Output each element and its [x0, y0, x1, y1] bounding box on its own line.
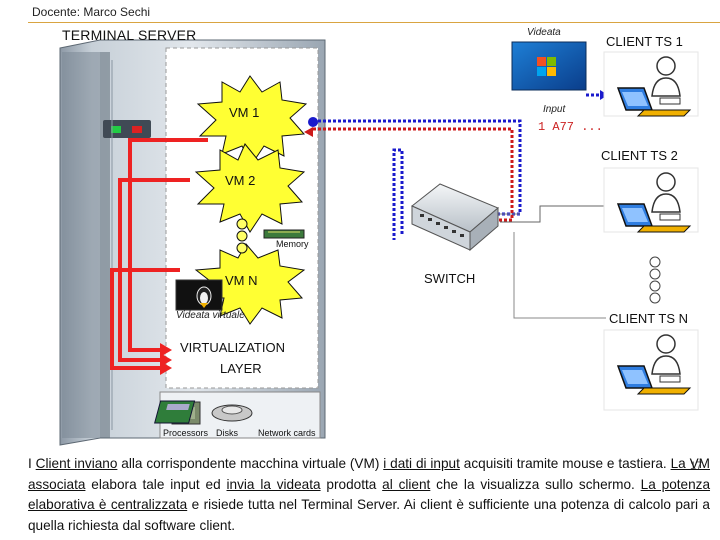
page-number: 17	[690, 460, 703, 472]
virtualization-arrows	[110, 138, 208, 370]
header-divider	[28, 22, 720, 23]
terminal-server-title: TERMINAL SERVER	[62, 27, 197, 43]
input-value: 1 A77 ...	[538, 120, 603, 134]
power-led	[111, 126, 121, 133]
virtual-screen-label: Videata virtuale	[176, 310, 245, 321]
description-text: elabora tale input ed	[85, 476, 227, 492]
description-emphasis: i dati di input	[383, 456, 460, 471]
description-paragraph: I Client inviano alla corrispondente mac…	[28, 454, 710, 536]
author-header: Docente: Marco Sechi	[32, 5, 151, 19]
client-ts2-label: CLIENT TS 2	[601, 148, 678, 163]
hardware-label-processors: Processors	[163, 428, 209, 438]
hardware-label-disks: Disks	[216, 428, 238, 438]
description-text: che la visualizza sullo schermo.	[430, 476, 641, 492]
activity-led	[132, 126, 142, 133]
screen-label: Videata	[527, 27, 561, 38]
client-ellipsis-dots	[649, 256, 661, 304]
vm2-burst	[194, 143, 306, 233]
switch-label: SWITCH	[424, 271, 476, 286]
input-label: Input	[543, 104, 566, 115]
description-emphasis: invia la videata	[226, 476, 321, 492]
description-emphasis: Client inviano	[35, 456, 118, 471]
client-ts1-label: CLIENT TS 1	[606, 34, 683, 49]
memory-chip-icon	[263, 229, 305, 239]
hardware-label-network-cards: Network cards	[258, 428, 316, 438]
vm-ellipsis-dots	[236, 218, 248, 254]
client-workstation-icon	[603, 167, 699, 233]
description-text: e risiede tutta nel Terminal Server. Ai …	[28, 497, 710, 533]
description-text: alla corrispondente macchina virtuale (V…	[117, 456, 384, 471]
terminal-server-diagram	[59, 39, 699, 446]
linux-screen-icon	[175, 279, 223, 311]
description-emphasis: La VM associata	[28, 456, 710, 492]
drive-bay	[103, 120, 151, 138]
client-workstation-icon	[603, 329, 699, 411]
vmn-burst	[194, 243, 306, 325]
client-tsn-label: CLIENT TS N	[609, 311, 688, 326]
description-text: I	[28, 456, 36, 471]
client-workstation-icon	[603, 51, 699, 117]
description-emphasis: La potenza elaborativa è centralizzata	[28, 476, 711, 513]
description-emphasis: al client	[382, 476, 431, 492]
virtualization-label-line2: LAYER	[220, 361, 262, 376]
description-text: prodotta	[320, 476, 383, 492]
description-text: acquisiti tramite mouse e tastiera.	[459, 456, 671, 471]
vm2-label: VM 2	[225, 173, 256, 188]
input-arrowhead	[304, 127, 313, 137]
hardware-panel	[154, 391, 321, 439]
virtualization-label-line1: VIRTUALIZATION	[180, 340, 285, 355]
vmn-label: VM N	[225, 273, 258, 288]
vm1-label: VM 1	[229, 105, 260, 120]
network-switch	[411, 183, 499, 252]
vm1-connector-dot	[308, 117, 318, 127]
memory-label: Memory	[276, 239, 309, 249]
windows-screen	[511, 41, 587, 91]
